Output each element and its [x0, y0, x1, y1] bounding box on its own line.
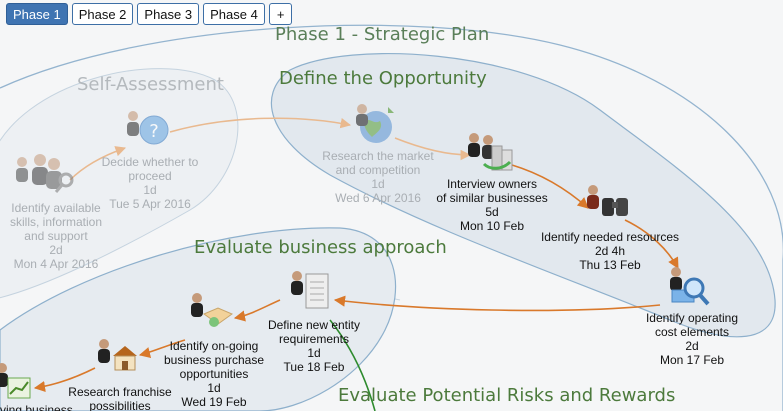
arrow-entity-to-ongoing	[233, 299, 281, 322]
task-date: Mon 4 Apr 2016	[13, 257, 99, 271]
arrow-decide-to-research	[169, 117, 352, 133]
task-research-market[interactable]: Research the market and competition 1d W…	[318, 149, 438, 205]
task-name-line: Identify operating	[645, 311, 739, 325]
arrow-ongoing-to-franchise	[138, 339, 186, 358]
phase-outline	[0, 24, 783, 411]
task-date: Tue 18 Feb	[283, 360, 345, 374]
group-title-evaluate-risks: Evaluate Potential Risks and Rewards	[338, 385, 676, 406]
task-date: Mon 17 Feb	[659, 353, 725, 367]
person-document-icon[interactable]	[288, 270, 334, 312]
arrow-interview-to-resources	[511, 164, 589, 209]
person-house-icon[interactable]	[95, 338, 141, 374]
task-name-line: and support	[24, 229, 88, 243]
tab-phase-2[interactable]: Phase 2	[71, 3, 134, 25]
define-opportunity-bubble	[270, 53, 776, 338]
task-name-line: ving business	[0, 403, 73, 411]
group-title-self-assessment: Self-Assessment	[77, 74, 224, 95]
person-question-icon[interactable]: ?	[124, 108, 170, 148]
task-duration: 1d	[207, 381, 221, 395]
task-name-line: proceed	[128, 169, 172, 183]
people-interview-icon[interactable]	[466, 132, 516, 172]
task-duration: 2d	[49, 243, 63, 257]
svg-text:?: ?	[149, 121, 159, 142]
person-chart-icon[interactable]	[0, 362, 36, 402]
arrow-franchise-to-left	[33, 367, 96, 393]
task-identify-skills[interactable]: Identify available skills, information a…	[0, 201, 112, 271]
task-name-line: Identify needed resources	[540, 230, 680, 244]
phase-title: Phase 1 - Strategic Plan	[275, 24, 490, 45]
task-name-line: Define new entity	[267, 318, 361, 332]
task-date: Mon 10 Feb	[459, 219, 525, 233]
task-name-line: Research the market	[322, 149, 434, 163]
self-assessment-bubble	[0, 68, 239, 299]
tab-phase-4[interactable]: Phase 4	[203, 3, 265, 25]
task-name-line: Identify on-going	[169, 339, 259, 353]
task-name-line: opportunities	[179, 367, 249, 381]
task-name-line: Interview owners	[446, 177, 538, 191]
task-ongoing-purchase[interactable]: Identify on-going business purchase oppo…	[158, 339, 270, 409]
tab-phase-3[interactable]: Phase 3	[137, 3, 200, 25]
add-phase-button[interactable]: +	[268, 3, 293, 25]
task-decide-proceed[interactable]: Decide whether to proceed 1d Tue 5 Apr 2…	[92, 155, 208, 211]
task-name-line: Identify available	[11, 201, 101, 215]
task-operating-cost[interactable]: Identify operating cost elements 2d Mon …	[636, 311, 748, 367]
arrow-operating-to-entity	[333, 295, 661, 312]
arrow-entity-to-risks	[329, 319, 376, 411]
task-partial-left[interactable]: ving business	[0, 403, 73, 411]
tab-phase-1[interactable]: Phase 1	[6, 3, 68, 25]
person-handshake-icon[interactable]	[188, 292, 236, 332]
task-name-line: Research franchise	[68, 385, 172, 399]
task-name-line: requirements	[278, 332, 350, 346]
arrow-resources-to-operating	[624, 219, 679, 269]
task-duration: 5d	[485, 205, 499, 219]
task-name-line: cost elements	[654, 325, 730, 339]
group-title-evaluate-business: Evaluate business approach	[194, 237, 447, 258]
task-duration: 2d 4h	[594, 244, 626, 258]
task-name-line: and competition	[335, 163, 421, 177]
task-date: Wed 19 Feb	[181, 395, 247, 409]
task-needed-resources[interactable]: Identify needed resources 2d 4h Thu 13 F…	[532, 230, 688, 272]
binoculars-person-icon[interactable]	[584, 184, 632, 220]
phase-tabs: Phase 1 Phase 2 Phase 3 Phase 4 +	[6, 3, 293, 25]
task-duration: 2d	[685, 339, 699, 353]
task-name-line: business purchase	[163, 353, 265, 367]
task-name-line: possibilities	[89, 399, 151, 411]
task-new-entity[interactable]: Define new entity requirements 1d Tue 18…	[260, 318, 368, 374]
task-name-line: Decide whether to	[101, 155, 199, 169]
task-interview-owners[interactable]: Interview owners of similar businesses 5…	[430, 177, 554, 233]
person-magnifier-icon[interactable]	[664, 266, 714, 308]
task-date: Wed 6 Apr 2016	[335, 191, 421, 205]
task-name-line: skills, information	[9, 215, 103, 229]
task-date: Tue 5 Apr 2016	[109, 197, 191, 211]
arrow-research-to-interview	[394, 137, 472, 161]
task-duration: 1d	[143, 183, 157, 197]
people-magnifier-icon[interactable]	[12, 152, 74, 196]
task-duration: 1d	[371, 177, 385, 191]
globe-person-icon[interactable]	[352, 103, 398, 145]
group-title-define-opportunity: Define the Opportunity	[279, 68, 487, 89]
task-date: Thu 13 Feb	[579, 258, 641, 272]
arrow-skills-to-decide	[69, 146, 126, 181]
task-name-line: of similar businesses	[436, 191, 548, 205]
task-research-franchise[interactable]: Research franchise possibilities	[64, 385, 176, 411]
task-duration: 1d	[307, 346, 321, 360]
